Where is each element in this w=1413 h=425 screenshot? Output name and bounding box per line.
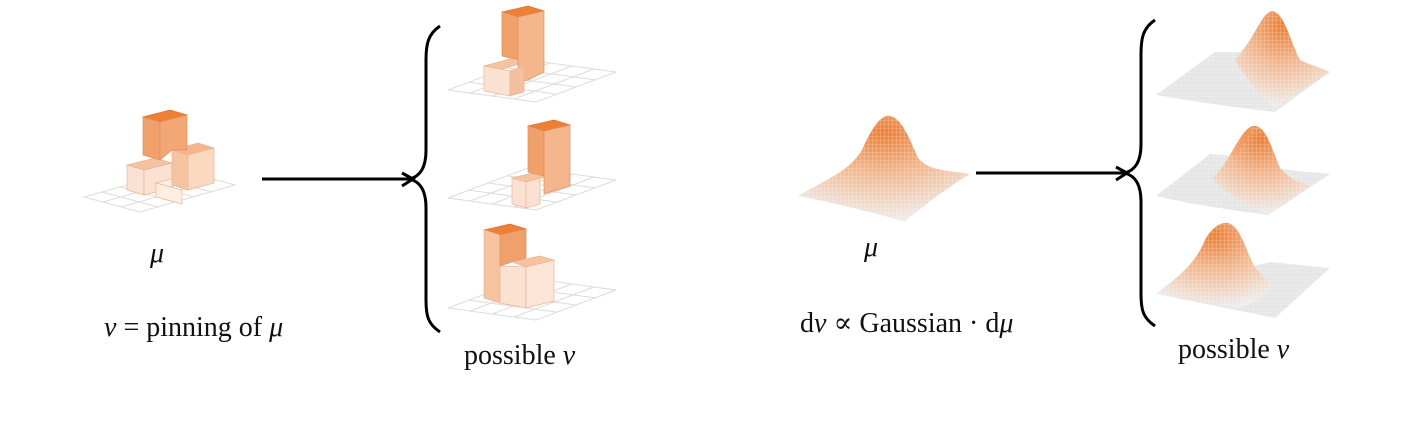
target-block-configuration-1 [447,5,617,103]
left-targets-label-text: possible [464,340,563,371]
right-curly-brace [1119,18,1156,328]
right-source-label: μ [864,232,879,263]
right-targets-label: possible ν [1178,336,1289,364]
source-gaussian-surface [798,115,970,222]
left-caption: ν = pinning of μ [104,314,283,342]
left-targets-label: possible ν [464,342,575,370]
left-arrow [262,171,416,188]
source-block-configuration [82,109,237,213]
right-caption-mu: μ [999,308,1014,339]
left-caption-nu: ν [104,312,117,343]
target-gaussian-surface-2 [1156,125,1330,215]
target-block-configuration-3 [447,223,617,321]
right-caption-nu: ν [814,308,827,339]
left-source-label: μ [150,238,165,269]
right-targets-label-text: possible [1178,334,1277,365]
right-targets-label-var: ν [1276,334,1290,365]
target-gaussian-surface-3 [1156,222,1330,318]
left-curly-brace [404,24,441,334]
target-block-configuration-2 [447,119,617,211]
right-caption-text: ∝ Gaussian · d [826,308,1000,339]
left-caption-text: = pinning of [116,312,270,343]
left-targets-label-var: ν [562,340,576,371]
left-caption-mu: μ [269,312,284,343]
right-caption: dν ∝ Gaussian · dμ [800,310,1013,338]
right-arrow [976,165,1130,182]
right-caption-d: d [800,308,814,339]
target-gaussian-surface-1 [1156,11,1330,112]
